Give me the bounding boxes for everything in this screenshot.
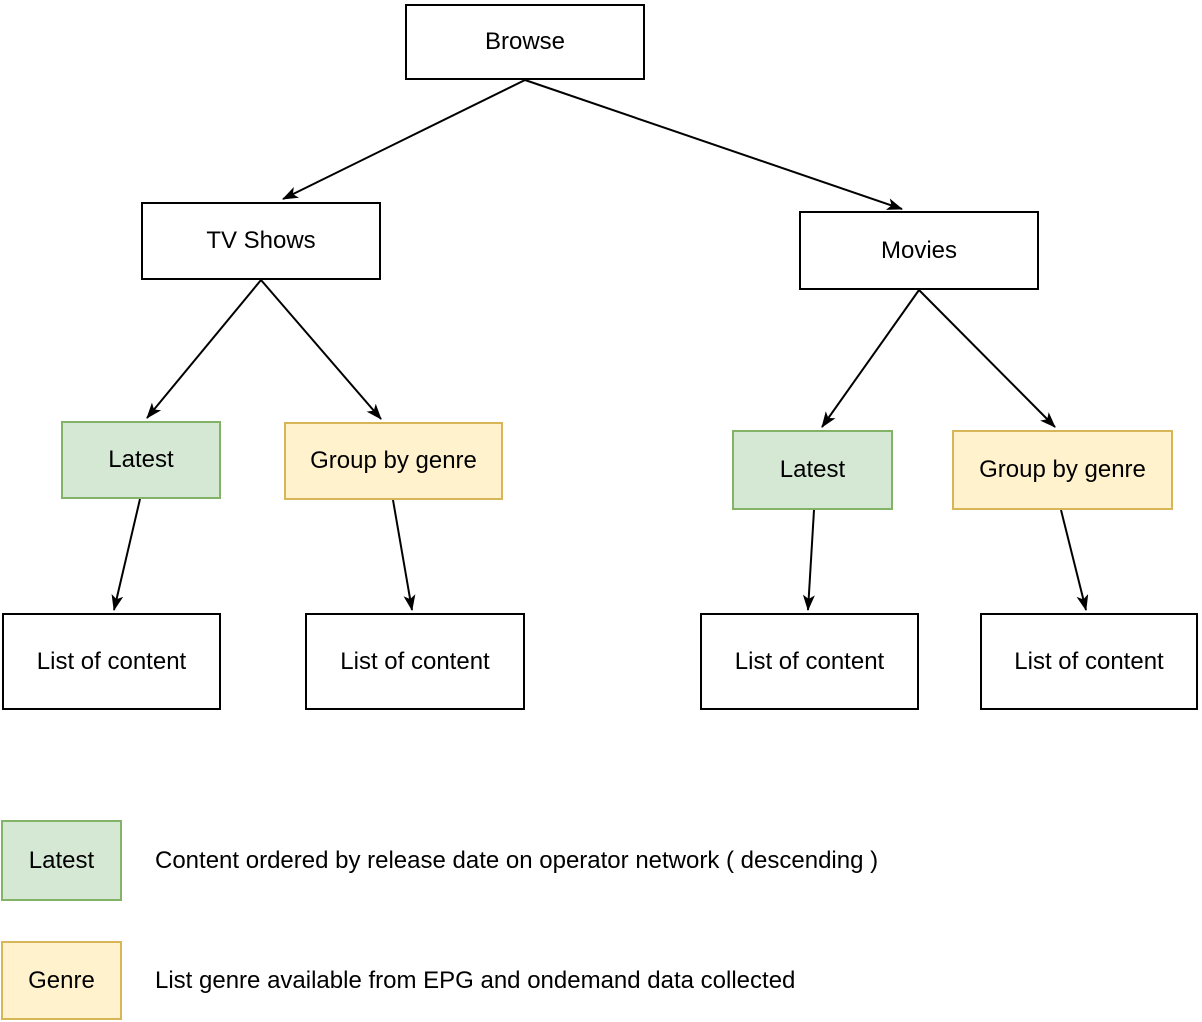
legend-swatch-latest: Latest <box>1 820 122 901</box>
node-tv-latest: Latest <box>61 421 221 499</box>
arrow-tv-genre-to-list <box>392 499 416 611</box>
node-browse: Browse <box>405 4 645 80</box>
node-tv-shows: TV Shows <box>141 202 381 280</box>
node-movies: Movies <box>799 211 1039 290</box>
arrow-mv-latest-to-list <box>802 509 815 611</box>
arrow-browse-to-tv-shows <box>282 79 526 200</box>
node-movies-group-by-genre: Group by genre <box>952 430 1173 510</box>
node-movies-latest: Latest <box>732 430 893 510</box>
arrow-tv-latest-to-list <box>111 498 141 611</box>
arrow-movies-to-genre <box>918 289 1056 428</box>
legend-description-latest: Content ordered by release date on opera… <box>155 846 879 874</box>
arrow-mv-genre-to-list <box>1060 509 1089 611</box>
arrow-movies-to-latest <box>821 289 920 428</box>
node-list-of-content-tv-genre: List of content <box>305 613 525 710</box>
arrow-tv-shows-to-genre <box>260 279 382 420</box>
legend-swatch-genre: Genre <box>1 941 122 1020</box>
legend-description-genre: List genre available from EPG and ondema… <box>155 966 796 994</box>
node-list-of-content-movies-latest: List of content <box>700 613 919 710</box>
arrow-browse-to-movies <box>524 79 903 210</box>
node-list-of-content-tv-latest: List of content <box>2 613 221 710</box>
node-tv-group-by-genre: Group by genre <box>284 422 503 500</box>
arrow-tv-shows-to-latest <box>146 279 262 419</box>
node-list-of-content-movies-genre: List of content <box>980 613 1198 710</box>
